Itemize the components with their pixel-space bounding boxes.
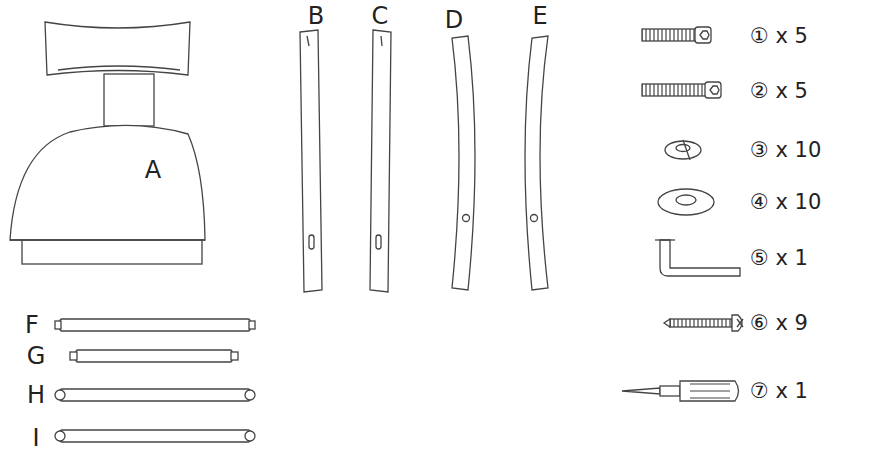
- part-letter: I: [32, 426, 39, 450]
- part-quantity: ⑦ x 1: [750, 381, 808, 402]
- part-letter: C: [372, 4, 389, 28]
- part-quantity: ⑤ x 1: [750, 248, 808, 269]
- part-letter: B: [308, 4, 324, 28]
- rungs: [55, 319, 255, 442]
- part-quantity: ② x 5: [750, 81, 808, 102]
- part-letter: D: [445, 8, 463, 32]
- part-letter: E: [532, 4, 547, 28]
- chair-seat: [10, 22, 205, 264]
- hardware: [622, 27, 743, 401]
- part-letter: F: [25, 313, 39, 337]
- legs: [300, 30, 548, 292]
- part-quantity: ⑥ x 9: [750, 313, 808, 334]
- part-quantity: ① x 5: [750, 26, 808, 47]
- part-letter: A: [145, 158, 161, 182]
- part-letter: G: [27, 344, 46, 368]
- part-letter: H: [27, 383, 45, 407]
- part-quantity: ④ x 10: [750, 192, 821, 213]
- part-quantity: ③ x 10: [750, 140, 821, 161]
